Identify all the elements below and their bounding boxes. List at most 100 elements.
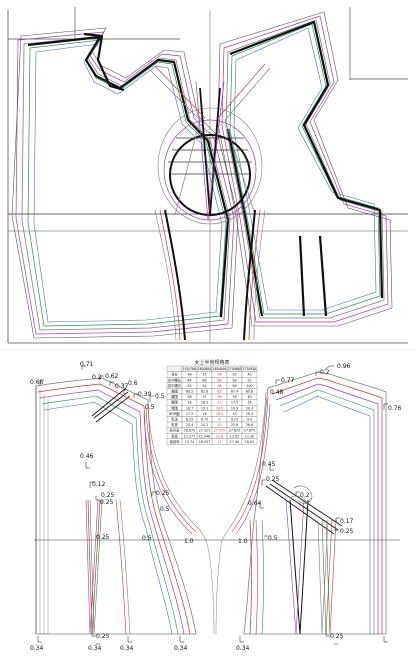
top-back-bodice-outlines bbox=[11, 27, 239, 339]
grade-label-0-6: 0.6 bbox=[128, 380, 138, 387]
size-table-title: 女上半身规格表 bbox=[194, 359, 229, 366]
size-table-cell: 19.5 bbox=[216, 406, 223, 410]
size-table-cell: 86 bbox=[202, 378, 206, 382]
size-table-cell: 18.5 bbox=[216, 412, 223, 416]
grade-label-0-25-e: 0.25 bbox=[96, 633, 110, 640]
grade-increment-labels bbox=[37, 365, 388, 645]
size-table-cell: 27.125 bbox=[199, 429, 211, 433]
size-table-cell: 24.2 bbox=[201, 423, 208, 427]
size-table-cell: 98 bbox=[232, 384, 236, 388]
size-table-header: 165/84A bbox=[213, 367, 228, 371]
size-table-cell: 背长 bbox=[171, 372, 178, 377]
grade-label-0-25-c: 0.25 bbox=[156, 490, 170, 497]
size-table-cell: 腰围 bbox=[171, 394, 178, 399]
size-table-cell: 12.05 bbox=[230, 434, 239, 438]
size-table-cell: 82.6 bbox=[201, 390, 208, 394]
size-table-cell: 乳深 bbox=[171, 417, 178, 422]
grade-label-0-5-b: 0.5 bbox=[155, 393, 165, 400]
size-table-cell: 100 bbox=[246, 384, 252, 388]
size-table-cell: 袖窿深 bbox=[170, 439, 181, 444]
grade-label-0-34-a: 0.34 bbox=[30, 645, 44, 652]
size-table-cell: 11.277 bbox=[184, 434, 196, 438]
grade-label-0-25-g: 0.25 bbox=[266, 476, 280, 483]
top-front-bodice-outlines bbox=[217, 11, 393, 327]
size-table-cell: 94 bbox=[202, 384, 206, 388]
size-table-cell: 12.30 bbox=[245, 434, 254, 438]
size-table-header: 160/80A bbox=[198, 367, 213, 371]
size-table-cell: 19 bbox=[232, 412, 236, 416]
size-table-cell: 9.25 bbox=[231, 418, 238, 422]
size-table-cell: 15.74 bbox=[185, 440, 194, 444]
size-table-cell: 25.8 bbox=[231, 423, 238, 427]
size-table-cell: 39 bbox=[232, 373, 236, 377]
size-table-cell: 19.1 bbox=[201, 406, 208, 410]
size-table-cell: 17.5 bbox=[231, 401, 238, 405]
size-table-cell-bg bbox=[166, 365, 183, 372]
size-table-cell: 85 bbox=[217, 390, 221, 394]
size-table-header: 155/76A bbox=[183, 367, 198, 371]
size-table-cell: 26.6 bbox=[246, 423, 253, 427]
size-table-cell: 84 bbox=[187, 378, 191, 382]
grade-label-0-34-b: 0.34 bbox=[88, 645, 102, 652]
size-table-cell: 臀围 bbox=[171, 405, 178, 410]
grade-label-0-25-b: 0.25 bbox=[100, 499, 114, 506]
size-table-cell: 23.4 bbox=[186, 423, 193, 427]
size-table-cell: 38 bbox=[217, 395, 221, 399]
side-armhole-curves bbox=[143, 391, 271, 635]
size-table-cell: 17 bbox=[217, 440, 221, 444]
size-table-cell: 17.50 bbox=[230, 440, 239, 444]
grade-label-0-34-d: 0.34 bbox=[174, 645, 188, 652]
size-table-cell: 17 bbox=[217, 401, 221, 405]
size-table-cell: 肩宽 bbox=[171, 433, 178, 438]
size-table-cell: 9.5 bbox=[247, 418, 252, 422]
size-table-header: 175/92A bbox=[243, 367, 258, 371]
top-base-pattern-bold bbox=[27, 20, 384, 318]
grade-increment-text: 0.66 0.71 0.2 0.62 0.37 0.6 0.39 0.5 0.5… bbox=[30, 361, 402, 652]
size-table-cell: 37 bbox=[202, 395, 206, 399]
size-table-cell: 乳宽 bbox=[171, 422, 178, 427]
size-table-cell: 肩点高 bbox=[170, 428, 181, 433]
grade-label-0-39: 0.39 bbox=[138, 391, 152, 398]
size-table-cell: 19.9 bbox=[231, 406, 238, 410]
size-table-cell: BP间距 bbox=[169, 411, 181, 416]
size-table-cell: 后中腰长 bbox=[168, 377, 182, 382]
size-table-cell: 前中腰长 bbox=[168, 383, 182, 388]
grade-label-0-37: 0.37 bbox=[115, 383, 129, 390]
size-table-cell: 26.875 bbox=[184, 429, 196, 433]
size-table-cell: 96 bbox=[217, 384, 221, 388]
size-table-cell: 38 bbox=[217, 373, 221, 377]
size-table-cell: 11.8 bbox=[216, 434, 223, 438]
size-table-cell: 11.548 bbox=[199, 434, 211, 438]
size-table-cell: 16.457 bbox=[199, 440, 211, 444]
size-table-cell: 17.5 bbox=[186, 412, 193, 416]
grade-label-0-76: 0.76 bbox=[388, 405, 402, 412]
grade-label-0-48: 0.48 bbox=[270, 389, 284, 396]
size-table-cell: 80.2 bbox=[186, 390, 193, 394]
grade-label-0-5-e: 0.5 bbox=[268, 535, 278, 542]
size-table-cell: 27.625 bbox=[229, 429, 241, 433]
front-bodice-grade-nest bbox=[243, 371, 387, 635]
grade-label-0-2-right: 0.2 bbox=[320, 369, 330, 376]
back-bodice-grade-nest bbox=[35, 377, 197, 635]
size-table-cell: 18.7 bbox=[186, 406, 193, 410]
size-table-cell: 腹围 bbox=[171, 400, 178, 405]
size-table-cell: 90 bbox=[232, 378, 236, 382]
grade-label-0-25-d: 0.25 bbox=[96, 534, 110, 541]
size-table-header: 170/88A bbox=[228, 367, 243, 371]
grade-label-0-5-a: 0.5 bbox=[145, 404, 155, 411]
grade-label-0-77: 0.77 bbox=[281, 377, 295, 384]
grade-label-1-0-b: 1.0 bbox=[238, 538, 248, 545]
size-table-cell: 39 bbox=[232, 395, 236, 399]
grade-label-0-71: 0.71 bbox=[80, 361, 94, 368]
grade-label-0-2-mid: 0.2 bbox=[300, 492, 310, 499]
size-table-cell: 16.5 bbox=[201, 401, 208, 405]
grade-label-0-64: 0.64 bbox=[248, 500, 262, 507]
top-side-seams bbox=[154, 209, 266, 341]
size-table-cell: 37 bbox=[202, 373, 206, 377]
size-table-cell: 88 bbox=[217, 378, 221, 382]
grade-label-0-5-d: 0.5 bbox=[142, 535, 152, 542]
size-table-cell: 40 bbox=[247, 373, 251, 377]
size-table-cell: 18.05 bbox=[245, 440, 254, 444]
